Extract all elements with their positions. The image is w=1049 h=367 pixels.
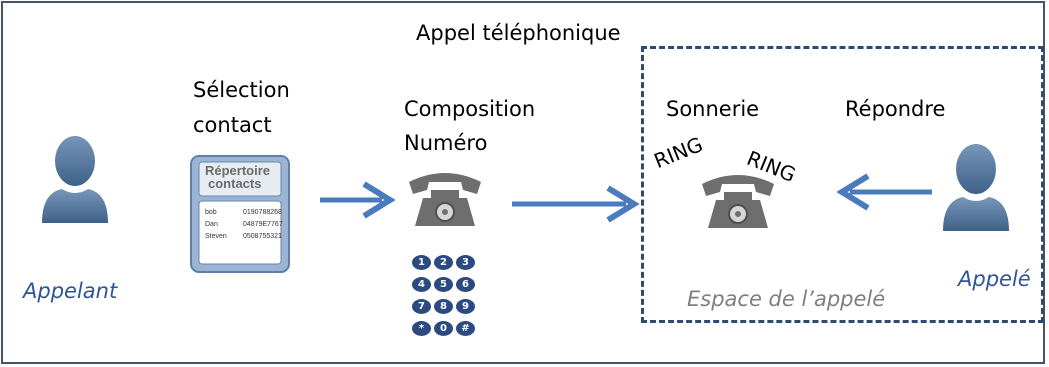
- arrow-icon: [320, 181, 396, 219]
- callee-space-label: Espace de l’appelé: [687, 287, 886, 311]
- keypad-key: 9: [456, 299, 475, 314]
- callee-label: Appelé: [958, 267, 1031, 291]
- directory-entry-name: Dan: [205, 221, 218, 228]
- person-icon: [42, 136, 108, 223]
- diagram-title: Appel téléphonique: [416, 21, 621, 45]
- directory-header-line-2: contacts: [208, 176, 262, 191]
- callee-space-zone: [641, 46, 1044, 323]
- keypad-key: *: [412, 321, 431, 336]
- keypad-key: 5: [434, 277, 453, 292]
- step-selection-label-1: Sélection: [193, 78, 290, 102]
- directory-entry-number: 04879E7767: [243, 221, 283, 228]
- keypad-key: 3: [456, 255, 475, 270]
- directory-entry-name: Steven: [205, 233, 227, 240]
- step-composition-label-1: Composition: [404, 97, 536, 121]
- keypad-key: #: [456, 321, 475, 336]
- keypad-key: 8: [434, 299, 453, 314]
- directory-card-icon: [190, 155, 290, 273]
- directory-header-line-1: Répertoire: [205, 163, 271, 178]
- step-ringing-label: Sonnerie: [666, 97, 760, 121]
- telephone-icon: [702, 175, 774, 228]
- step-selection-label-2: contact: [193, 113, 272, 137]
- step-composition-label-2: Numéro: [404, 131, 488, 155]
- directory-entry-number: 0508755321: [243, 233, 282, 240]
- arrow-icon: [836, 173, 932, 211]
- step-answer-label: Répondre: [845, 97, 946, 121]
- keypad-key: 1: [412, 255, 431, 270]
- telephone-icon: [409, 173, 481, 226]
- person-icon: [943, 144, 1009, 231]
- directory-entry-number: 0190788268: [243, 209, 282, 216]
- directory-entry-name: bob: [205, 209, 217, 216]
- keypad-key: 0: [434, 321, 453, 336]
- arrow-icon: [512, 185, 640, 223]
- keypad-key: 2: [434, 255, 453, 270]
- keypad-key: 4: [412, 277, 431, 292]
- keypad-key: 7: [412, 299, 431, 314]
- caller-label: Appelant: [23, 279, 118, 303]
- keypad-key: 6: [456, 277, 475, 292]
